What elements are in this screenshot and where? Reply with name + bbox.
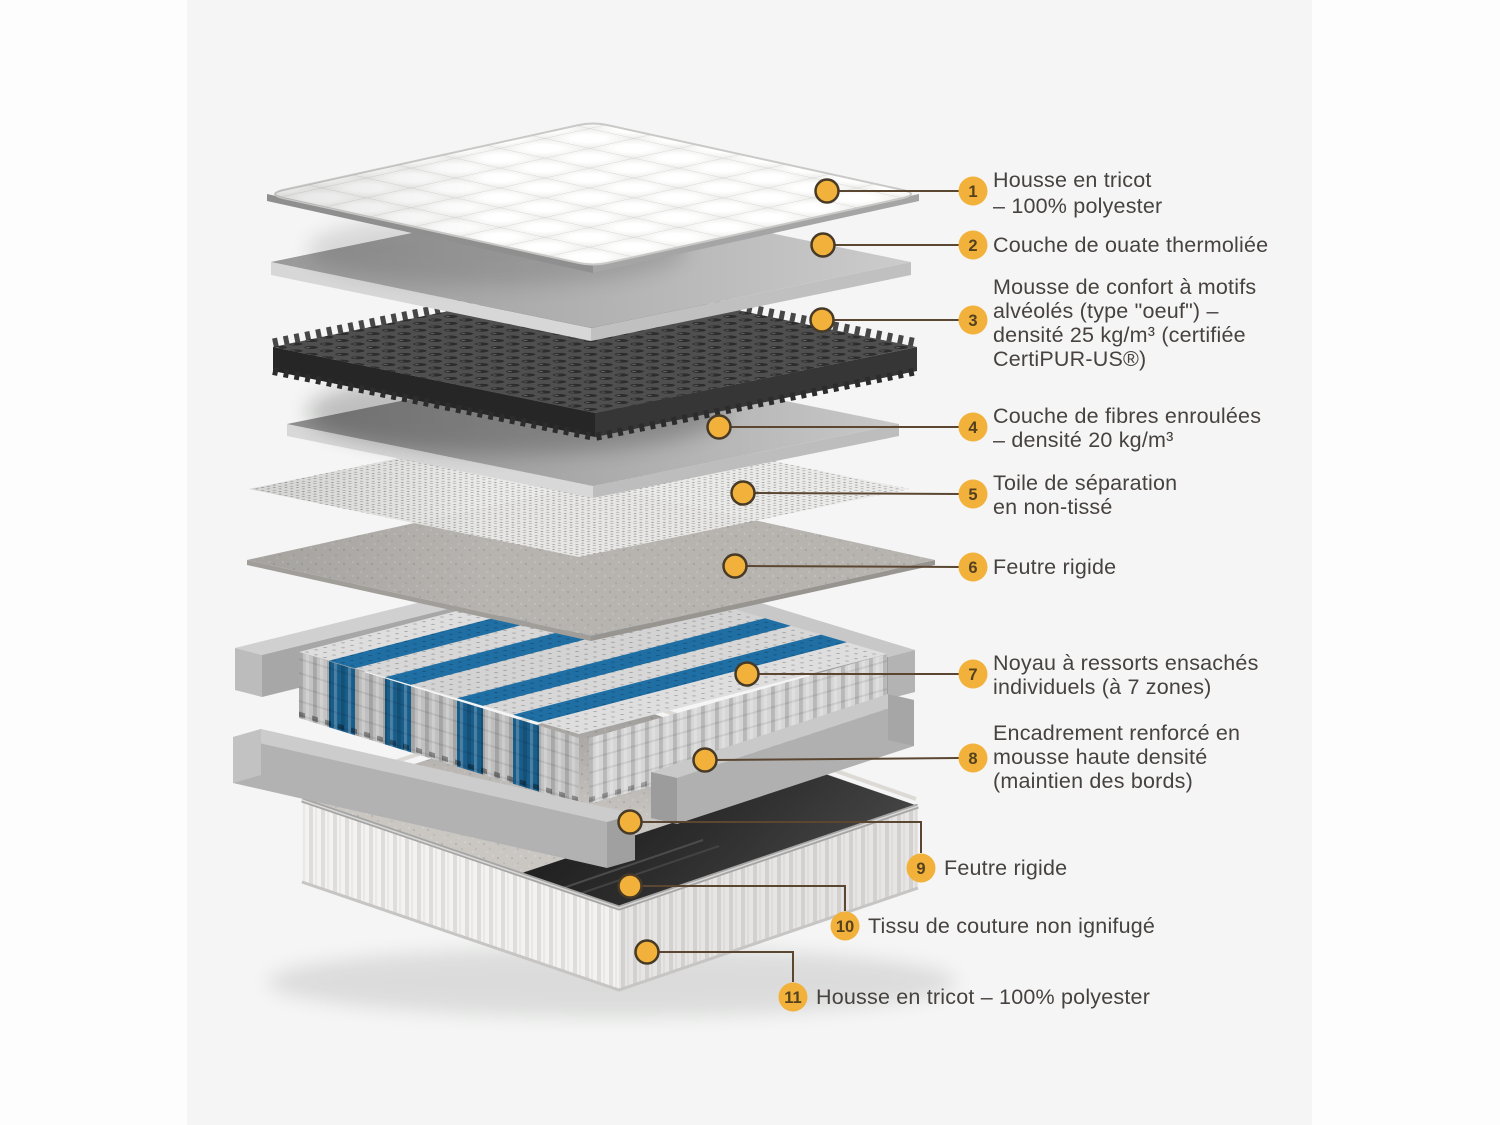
product-image-panel: 1 2 3 4 5 6 7 8 9 10 11 Housse en tricot…	[187, 0, 1312, 1125]
callout-label-9: Feutre rigide	[944, 856, 1067, 880]
quilt-top-shade	[275, 123, 911, 265]
callout-badge-number-5: 5	[968, 486, 977, 504]
callout-labels: Housse en tricot – 100% polyester Couche…	[816, 168, 1268, 1009]
callout-dot-10	[617, 873, 643, 899]
front-rail-left-top	[233, 729, 635, 822]
callout-label-2: Couche de ouate thermoliée	[993, 233, 1268, 257]
leader-line-5	[752, 492, 960, 495]
callout-dot-2	[810, 232, 836, 258]
wadding-front-left	[271, 262, 591, 341]
callout-label-10: Tissu de couture non ignifugé	[868, 914, 1155, 938]
callout-dot-11	[634, 939, 660, 965]
callout-dot-3	[809, 307, 835, 333]
callout-badge-5	[958, 479, 988, 509]
quilt-rim-left	[267, 194, 593, 273]
front-rail-left-face	[233, 737, 607, 868]
callout-badge-number-3: 3	[968, 312, 977, 330]
front-rail-left-cap-left	[233, 729, 261, 783]
callout-badge-number-11: 11	[784, 989, 801, 1007]
layer-quilted-cover	[267, 122, 919, 273]
callout-dot-9	[617, 809, 643, 835]
callout-badge-number-7: 7	[968, 666, 977, 684]
callout-badge-8	[958, 743, 988, 773]
callout-badge-6	[958, 552, 988, 582]
leader-line-8	[714, 757, 960, 761]
base-side-right-shade	[619, 806, 918, 990]
callout-badge-number-2: 2	[968, 237, 977, 255]
callout-badge-number-6: 6	[968, 559, 977, 577]
coil-front-left-face	[299, 652, 579, 804]
wadding-front-right	[591, 262, 911, 341]
back-rail-left-cap	[235, 648, 262, 697]
callout-dot-4	[706, 414, 732, 440]
callouts: 1 2 3 4 5 6 7 8 9 10 11 Housse en tricot…	[617, 168, 1268, 1012]
egg-foam-front-right	[595, 347, 917, 437]
front-rail-right-cap-right	[888, 694, 914, 746]
base-bottom-edge	[301, 880, 919, 992]
callout-dot-8	[692, 747, 718, 773]
callout-dot-5	[730, 480, 756, 506]
callout-dot-6	[722, 553, 748, 579]
callout-badge-number-1: 1	[968, 183, 977, 201]
front-rail-right-face	[677, 700, 914, 824]
felt-front-right-edge	[591, 560, 935, 641]
callout-dot-1	[814, 178, 840, 204]
callout-label-4: Couche de fibres enroulées – densité 20 …	[993, 404, 1267, 452]
callout-label-8: Encadrement renforcé en mousse haute den…	[993, 721, 1246, 793]
front-rail-right-cap-left	[651, 772, 677, 824]
base-side-left	[302, 800, 619, 990]
callout-badge-number-9: 9	[916, 860, 925, 878]
callout-label-3: Mousse de confort à motifs alvéolés (typ…	[993, 275, 1263, 371]
base-side-right	[619, 806, 918, 990]
quilt-rim-right	[593, 194, 919, 273]
callout-label-1: Housse en tricot – 100% polyester	[993, 168, 1162, 218]
egg-foam-texture	[273, 281, 917, 413]
callout-badge-number-8: 8	[968, 750, 977, 768]
callout-dot-7	[734, 661, 760, 687]
callout-badge-4	[958, 412, 988, 442]
callout-label-5: Toile de séparation en non-tissé	[993, 471, 1183, 519]
base-piping-highlight	[301, 799, 919, 909]
fibre-slab-front-left	[287, 424, 593, 498]
callout-badge-number-10: 10	[836, 918, 854, 936]
callout-label-11: Housse en tricot – 100% polyester	[816, 985, 1150, 1009]
egg-foam-front-left	[273, 347, 595, 437]
felt-front-left-edge	[247, 560, 591, 641]
fibre-slab-front-right	[593, 424, 899, 498]
callout-badge-9	[906, 853, 936, 883]
callout-badge-number-4: 4	[968, 419, 978, 437]
layer-egg-foam	[272, 272, 918, 442]
callout-badge-11	[778, 982, 808, 1012]
leader-line-11	[657, 951, 794, 982]
dark-ticking-seam-2	[578, 845, 720, 895]
dark-ticking-seam-1	[562, 839, 704, 889]
leader-line-6	[744, 565, 960, 568]
mattress-exploded-diagram: 1 2 3 4 5 6 7 8 9 10 11 Housse en tricot…	[233, 122, 1268, 1016]
callout-label-6: Feutre rigide	[993, 555, 1116, 579]
callout-badge-2	[958, 230, 988, 260]
callout-badge-10	[830, 911, 860, 941]
callout-label-7: Noyau à ressorts ensachés individuels (à…	[993, 651, 1265, 699]
callout-badge-7	[958, 659, 988, 689]
leader-line-10	[640, 885, 846, 911]
callout-badge-3	[958, 305, 988, 335]
layer-dark-ticking	[519, 773, 918, 908]
leader-line-9	[640, 821, 922, 853]
callout-badge-1	[958, 176, 988, 206]
